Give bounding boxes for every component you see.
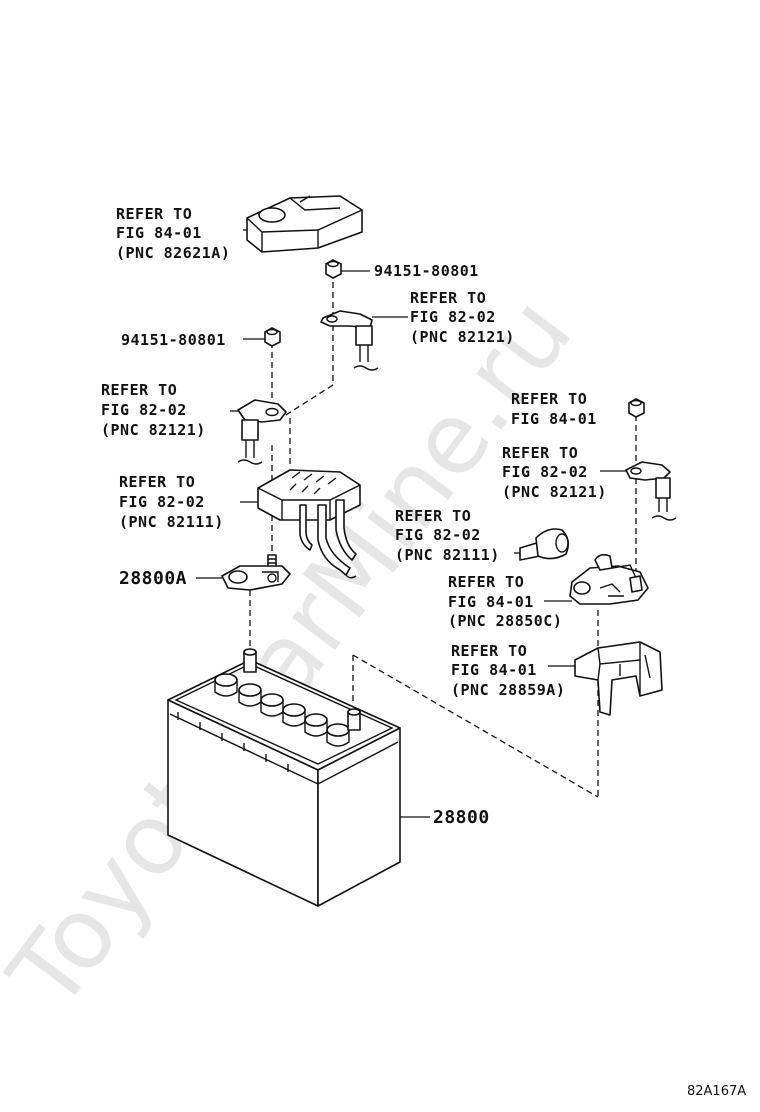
harness-plug[interactable]	[519, 528, 570, 561]
svg-text:FIG 82-02: FIG 82-02	[395, 526, 481, 544]
svg-text:REFER TO: REFER TO	[116, 205, 192, 223]
figure-code: 82A167A	[687, 1084, 746, 1099]
terminal-left[interactable]	[237, 399, 287, 465]
svg-text:FIG 82-02: FIG 82-02	[101, 401, 187, 419]
nut-right[interactable]	[628, 398, 645, 418]
svg-text:FIG 82-02: FIG 82-02	[502, 463, 588, 481]
svg-text:REFER TO: REFER TO	[119, 473, 195, 491]
svg-text:REFER TO: REFER TO	[101, 381, 177, 399]
svg-text:FIG 84-01: FIG 84-01	[451, 661, 537, 679]
svg-text:FIG 82-02: FIG 82-02	[119, 493, 205, 511]
svg-text:(PNC 82621A): (PNC 82621A)	[116, 244, 230, 262]
callout-nut-right: REFER TO FIG 84-01	[511, 390, 597, 428]
fusible-link-block[interactable]	[257, 469, 361, 579]
svg-text:(PNC 82121): (PNC 82121)	[502, 483, 607, 501]
svg-text:REFER TO: REFER TO	[410, 289, 486, 307]
nut-left[interactable]	[264, 327, 281, 347]
callout-terminal-upper-right: REFER TO FIG 82-02 (PNC 82121)	[410, 289, 515, 346]
callout-battery: 28800	[433, 807, 490, 828]
nut-upper[interactable]	[325, 259, 342, 279]
positive-clamp[interactable]	[569, 553, 649, 605]
main-fuse-block[interactable]	[246, 195, 363, 253]
svg-text:(PNC 28850C): (PNC 28850C)	[448, 612, 562, 630]
callout-harness-plug: REFER TO FIG 82-02 (PNC 82111)	[395, 507, 500, 564]
callout-fusible-link-block: REFER TO FIG 82-02 (PNC 82111)	[119, 473, 224, 531]
svg-text:REFER TO: REFER TO	[395, 507, 471, 525]
terminal-upper-right[interactable]	[320, 310, 379, 371]
terminal-right[interactable]	[625, 461, 677, 521]
callout-terminal-cover: REFER TO FIG 84-01 (PNC 28859A)	[451, 642, 565, 699]
svg-text:(PNC 82111): (PNC 82111)	[119, 513, 224, 531]
svg-text:REFER TO: REFER TO	[511, 390, 587, 408]
svg-text:FIG 82-02: FIG 82-02	[410, 308, 496, 326]
svg-text:(PNC 28859A): (PNC 28859A)	[451, 681, 565, 699]
battery-terminal-posts	[243, 648, 361, 731]
battery-cell-caps	[214, 673, 350, 747]
callout-main-fuse-block: REFER TO FIG 84-01 (PNC 82621A)	[116, 205, 230, 262]
callout-terminal-left: REFER TO FIG 82-02 (PNC 82121)	[101, 381, 206, 439]
callout-nut-upper: 94151-80801	[374, 262, 479, 280]
callout-negative-clamp: 28800A	[119, 568, 187, 589]
svg-text:FIG 84-01: FIG 84-01	[511, 410, 597, 428]
negative-clamp[interactable]	[221, 554, 291, 591]
battery[interactable]	[167, 648, 401, 907]
callout-nut-left: 94151-80801	[121, 331, 226, 349]
svg-text:FIG 84-01: FIG 84-01	[116, 224, 202, 242]
terminal-cover[interactable]	[574, 641, 663, 716]
svg-text:REFER TO: REFER TO	[451, 642, 527, 660]
callout-terminal-right: REFER TO FIG 82-02 (PNC 82121)	[502, 444, 607, 501]
svg-text:(PNC 82121): (PNC 82121)	[410, 328, 515, 346]
svg-text:(PNC 82111): (PNC 82111)	[395, 546, 500, 564]
svg-text:FIG 84-01: FIG 84-01	[448, 593, 534, 611]
svg-text:REFER TO: REFER TO	[448, 573, 524, 591]
svg-text:REFER TO: REFER TO	[502, 444, 578, 462]
svg-text:(PNC 82121): (PNC 82121)	[101, 421, 206, 439]
callout-positive-clamp: REFER TO FIG 84-01 (PNC 28850C)	[448, 573, 562, 630]
